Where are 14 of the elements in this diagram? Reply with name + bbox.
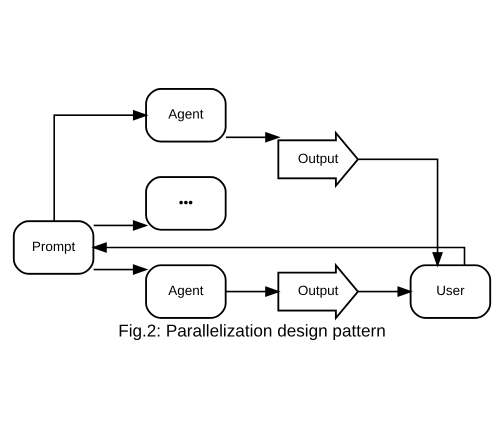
node-box: ••• [145,176,227,230]
arrow [91,242,466,264]
arrow [94,264,148,274]
arrow [94,220,148,230]
node-box: Agent [145,87,227,142]
arrow [226,286,281,296]
arrow [53,109,148,221]
node-box: User [410,264,492,318]
caption: Fig.2: Parallelization design pattern [118,320,386,340]
node-box: Agent [145,264,227,318]
arrow [358,286,413,296]
arrow [358,158,443,268]
arrow [226,131,281,142]
node-box: Prompt [12,220,94,274]
